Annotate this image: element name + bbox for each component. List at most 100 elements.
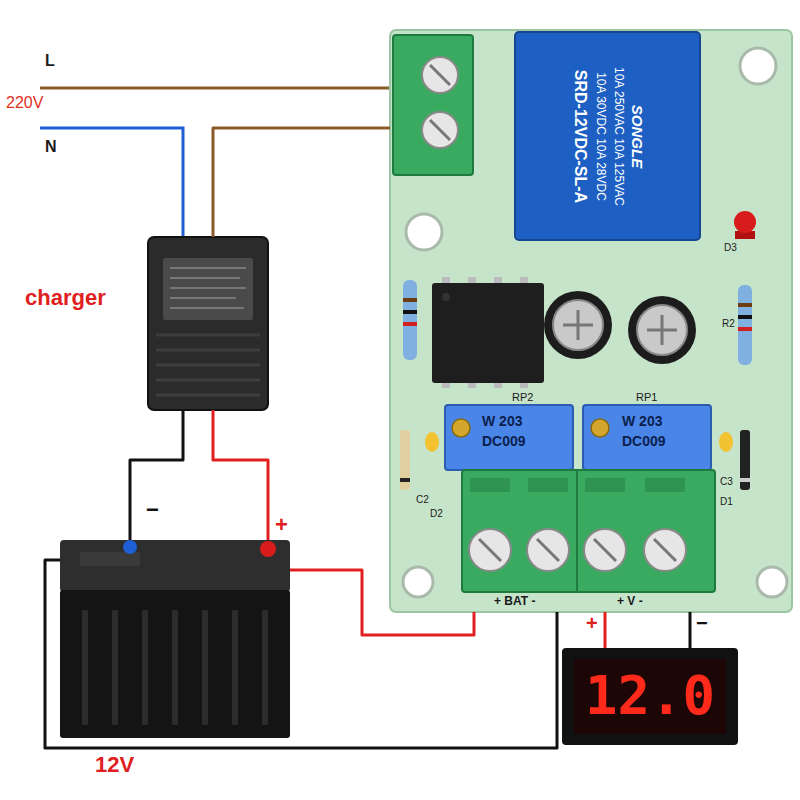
capacitor-top [553, 300, 603, 350]
voltmeter-display: 12.0 [562, 648, 738, 745]
resistor-band [403, 322, 417, 326]
resistor [738, 285, 752, 365]
screw-slot [594, 539, 616, 561]
terminal-screw [527, 529, 569, 571]
voltage-reading: 12.0 [585, 665, 715, 727]
capacitor-top [637, 305, 687, 355]
potentiometer [583, 405, 711, 470]
charger-body [148, 237, 268, 410]
neutral-wire [40, 128, 183, 237]
battery-lid [60, 540, 290, 592]
polarity-label: − [696, 612, 708, 634]
pot-marking: W 203 [622, 414, 662, 429]
ic-chip [432, 283, 544, 383]
terminal-label: + V - [617, 595, 643, 609]
polarity-label: + [275, 513, 288, 537]
component-ref: C3 [720, 476, 733, 487]
resistor [403, 280, 417, 360]
voltmeter-screen [574, 659, 726, 734]
screw-slot [430, 120, 450, 140]
diode [740, 430, 750, 490]
battery-sticker [80, 552, 140, 566]
resistor-band [403, 310, 417, 314]
positive-terminal [260, 541, 276, 557]
mount-hole [403, 567, 433, 597]
battery-box: 12V [60, 540, 290, 738]
terminal-screw [469, 529, 511, 571]
polarity-label: − [146, 498, 159, 522]
screw-slot [654, 539, 676, 561]
potentiometer [445, 405, 573, 470]
relay-model: SRD-12VDC-SL-A [570, 69, 588, 202]
rotated-text-group: SONGLE 10A 250VAC 10A 125VAC 10A 30VDC 10A… [515, 32, 700, 240]
relay-body [515, 32, 700, 240]
battery-voltage: 12V [95, 752, 134, 777]
led [734, 211, 756, 233]
component-ref: D2 [430, 508, 443, 519]
plate-lines [170, 268, 246, 308]
diode-band [740, 478, 750, 482]
component-ref: RP1 [636, 391, 657, 403]
terminal-label: + BAT - [494, 595, 535, 609]
terminal-block [462, 470, 715, 592]
positive-wire [213, 410, 268, 540]
pot-marking: W 203 [482, 414, 522, 429]
capacitor [628, 296, 696, 364]
component-ref: R2 [722, 318, 735, 329]
negative-wire [689, 612, 692, 648]
mount-hole [757, 567, 787, 597]
capacitor-vent [563, 310, 593, 340]
voltmeter-body [562, 648, 738, 745]
resistor-band [738, 315, 752, 319]
mains-wire [213, 128, 390, 237]
relay-brand: SONGLE [628, 104, 645, 167]
pot-screw [452, 419, 470, 437]
pot-marking: DC009 [482, 434, 526, 449]
positive-wire [290, 570, 474, 635]
component-ref: C2 [416, 494, 429, 505]
terminal-screw [644, 529, 686, 571]
charger-box: charger [148, 237, 268, 410]
terminal-screw [422, 57, 458, 93]
polarity-label: + [586, 612, 598, 634]
line-label: N [45, 138, 57, 156]
line-label: L [45, 52, 55, 70]
component-ref: D1 [720, 496, 733, 507]
terminal-screw [422, 112, 458, 148]
diode [400, 430, 410, 490]
screw-slot [479, 539, 501, 561]
pcb [390, 30, 792, 612]
pot-screw [591, 419, 609, 437]
ceramic-capacitor [719, 432, 733, 452]
terminal-ridge [645, 478, 685, 492]
voltage-label: 220V [6, 94, 43, 112]
mount-hole [740, 48, 776, 84]
charger-ribs [156, 335, 260, 395]
battery-case [60, 590, 290, 738]
capacitor-vent [647, 315, 677, 345]
component-ref: D3 [724, 242, 737, 253]
ceramic-capacitor [425, 432, 439, 452]
mount-hole [406, 214, 442, 250]
terminal-divider [576, 470, 578, 592]
resistor-band [403, 298, 417, 302]
resistor-band [738, 303, 752, 307]
negative-wire [130, 410, 183, 540]
terminal-ridge [470, 478, 510, 492]
relay-rating: 10A 250VAC 10A 125VAC [610, 67, 624, 206]
charger-plate [163, 258, 253, 320]
screw-slot [430, 65, 450, 85]
terminal-block [393, 35, 473, 175]
capacitor [544, 291, 612, 359]
diode-band [400, 478, 410, 482]
terminal-ridge [528, 478, 568, 492]
terminal-screw [584, 529, 626, 571]
live-wire [40, 87, 390, 90]
relay-rating: 10A 30VDC 10A 28VDC [592, 72, 606, 201]
battery-ribs [85, 610, 265, 725]
negative-wire [45, 560, 557, 748]
relay-box: SONGLE 10A 250VAC 10A 125VAC 10A 30VDC 10A… [515, 32, 700, 240]
component-ref: RP2 [512, 391, 533, 403]
positive-wire [604, 612, 607, 648]
negative-terminal [123, 540, 137, 554]
